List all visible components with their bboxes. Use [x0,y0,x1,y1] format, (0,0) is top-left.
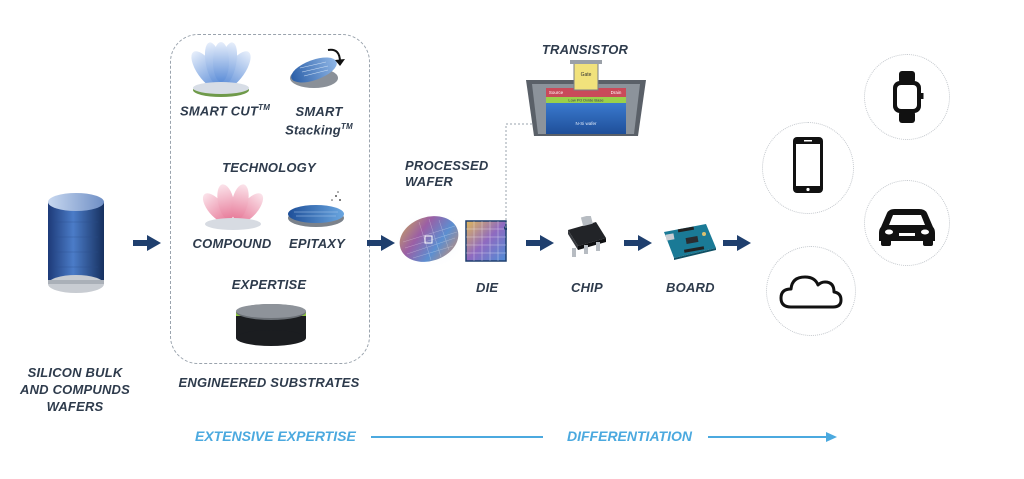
compound-label: COMPOUND [192,236,272,251]
watch-icon [893,71,924,123]
processed-wafer-image [395,209,467,269]
transistor-layer-label: Low Pd Oxide Base [568,98,604,103]
cloud-circle [766,246,856,336]
arrow-right-icon [367,235,395,251]
transistor-source-label: Source [549,90,564,95]
arrow-right-icon [624,235,652,251]
chip-label: CHIP [571,280,603,295]
arrow-right-icon [526,235,554,251]
smart-cut-label: SMART CUTTM [180,103,271,119]
die-image [465,220,507,262]
technology-label: TECHNOLOGY [222,160,316,175]
extensive-expertise-label: EXTENSIVE EXPERTISE [195,428,356,444]
flow-line-left [371,436,543,438]
differentiation-label: DIFFERENTIATION [567,428,692,444]
smartphone-icon [793,137,823,193]
transistor-drain-label: Drain [611,90,622,95]
transistor-wafer-label: N-Si wafer [575,121,597,126]
expertise-label: EXPERTISE [231,277,307,292]
arrow-right-icon [133,235,161,251]
die-transistor-connector [505,123,542,228]
smart-cut-image [191,42,251,97]
expertise-disk-image [236,304,306,346]
engineered-substrates-panel [170,34,370,364]
board-label: BOARD [666,280,715,295]
transistor-image: Gate Source Drain Low Pd Oxide Base N-Si… [526,60,646,136]
epitaxy-label: EPITAXY [288,236,346,251]
smart-stacking-image [290,48,345,88]
epitaxy-image [288,191,344,227]
flow-line-right [708,436,830,438]
chip-image [568,216,606,257]
processed-wafer-label: PROCESSED WAFER [405,158,489,189]
die-label: DIE [476,280,499,295]
silicon-bulk-label: SILICON BULK AND COMPUNDS WAFERS [20,365,131,414]
cloud-icon [779,275,843,309]
car-icon [879,209,935,246]
smart-stacking-label: SMART StackingTM [285,104,353,138]
board-image [664,224,716,260]
car-circle [864,180,950,266]
flow-arrowhead-icon [826,432,837,442]
engineered-substrates-label: ENGINEERED SUBSTRATES [178,375,360,390]
transistor-label: TRANSISTOR [541,42,629,57]
smartphone-circle [762,122,854,214]
compound-image [202,184,264,230]
smartwatch-circle [864,54,950,140]
arrow-right-icon [723,235,751,251]
transistor-gate-label: Gate [581,72,592,78]
silicon-wafer-stack-image [48,193,104,293]
